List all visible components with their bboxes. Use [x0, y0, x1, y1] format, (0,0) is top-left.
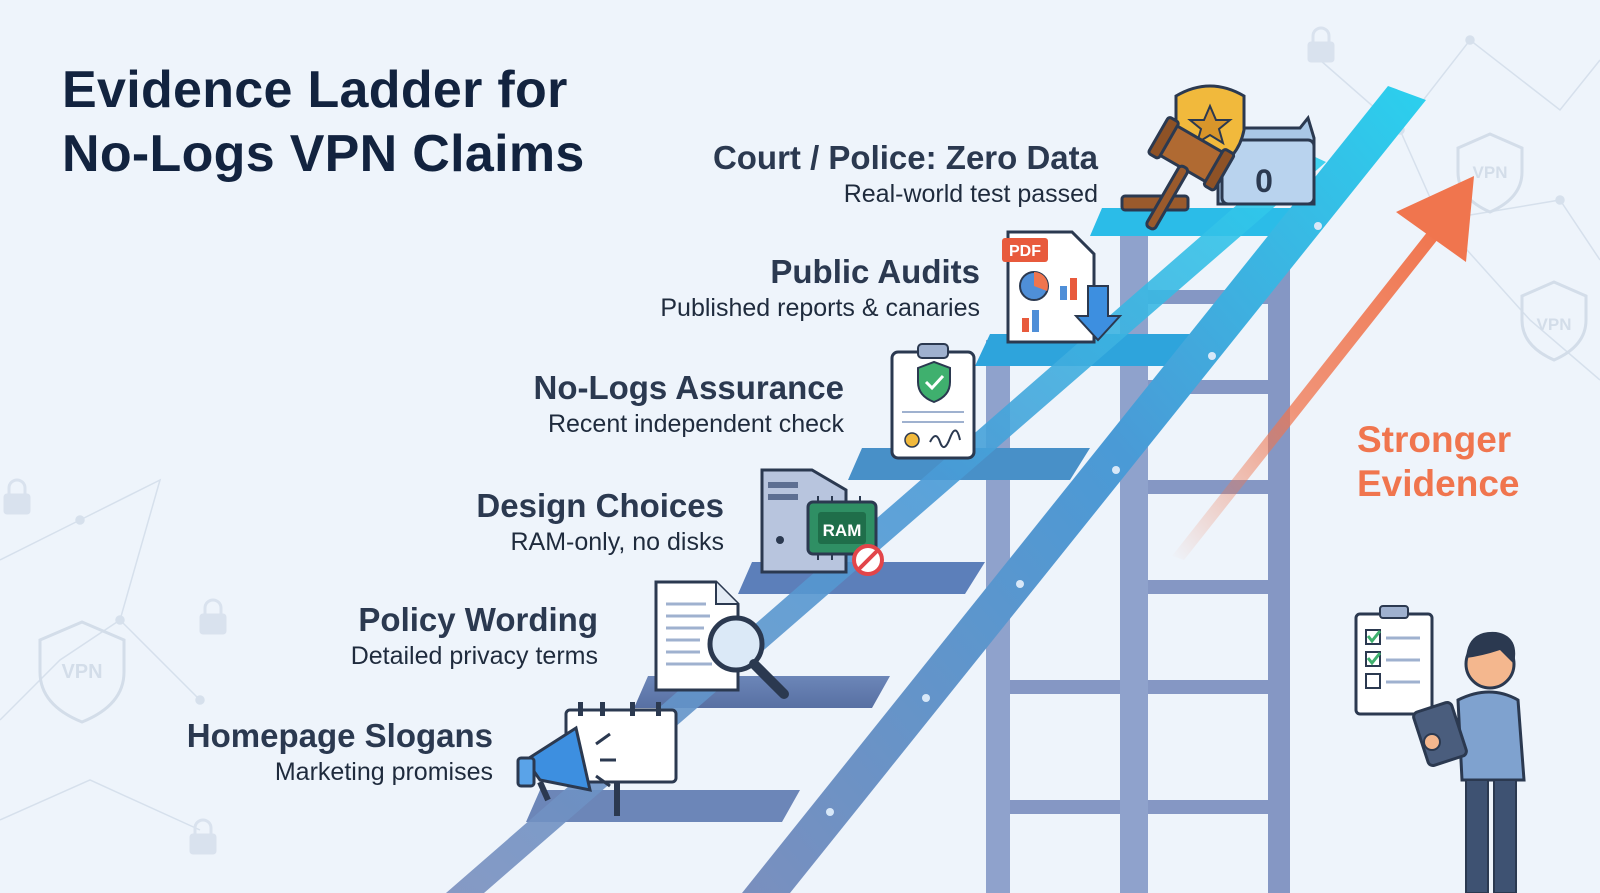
ram-label: RAM [823, 521, 862, 540]
step-subtext: RAM-only, no disks [510, 528, 725, 556]
step-heading: Public Audits [770, 253, 980, 290]
ladder-side-rail [446, 150, 1326, 893]
step-policy-wording: Policy Wording Detailed privacy terms [351, 600, 598, 672]
pdf-label: PDF [1009, 243, 1041, 260]
step-heading: Design Choices [476, 487, 724, 524]
step-heading: Policy Wording [358, 601, 598, 638]
background-vpn-label: VPN [1473, 163, 1508, 182]
background-vpn-label: VPN [61, 661, 102, 683]
page-title-line-2: No-Logs VPN Claims [62, 125, 585, 183]
background-padlock-icon [3, 26, 1335, 855]
step-court-police: Court / Police: Zero Data Real-world tes… [713, 138, 1098, 210]
step-public-audits: Public Audits Published reports & canari… [660, 252, 980, 324]
ram-server-icon: RAM [760, 468, 884, 576]
step-subtext: Marketing promises [274, 758, 493, 786]
stronger-evidence-line-2: Evidence [1357, 463, 1520, 504]
step-heading: Homepage Slogans [186, 717, 493, 754]
stronger-evidence-line-1: Stronger [1357, 419, 1512, 460]
step-design-choices: Design Choices RAM-only, no disks [476, 486, 724, 558]
stronger-evidence-label: Stronger Evidence [1357, 418, 1519, 506]
step-subtext: Published reports & canaries [660, 294, 980, 322]
step-heading: No-Logs Assurance [533, 369, 844, 406]
stronger-evidence-arrow [1172, 176, 1474, 560]
page-title: Evidence Ladder for No-Logs VPN Claims [62, 58, 585, 186]
step-no-logs-assurance: No-Logs Assurance Recent independent che… [533, 368, 844, 440]
ladder-step-6 [526, 790, 800, 822]
ladder-front-rail [742, 86, 1426, 893]
ladder-rivets [826, 222, 1322, 816]
step-subtext: Real-world test passed [843, 180, 1098, 208]
certificate-clipboard-icon [890, 343, 976, 460]
step-subtext: Detailed privacy terms [350, 642, 598, 670]
background-vpn-label: VPN [1537, 315, 1572, 334]
document-magnifier-icon [654, 580, 789, 699]
step-homepage-slogans: Homepage Slogans Marketing promises [187, 716, 493, 788]
pdf-report-icon: PDF [1002, 230, 1123, 344]
step-subtext: Recent independent check [547, 410, 844, 438]
background-network [0, 35, 1600, 831]
step-heading: Court / Police: Zero Data [712, 139, 1098, 176]
page-title-line-1: Evidence Ladder for [62, 61, 568, 119]
gavel-badge-folder-icon: 0 [1120, 84, 1316, 231]
megaphone-billboard-icon [516, 702, 678, 816]
person-with-checklist-icon [1354, 605, 1526, 893]
ladder-back-rail [1268, 230, 1290, 893]
zero-data-label: 0 [1255, 163, 1273, 199]
